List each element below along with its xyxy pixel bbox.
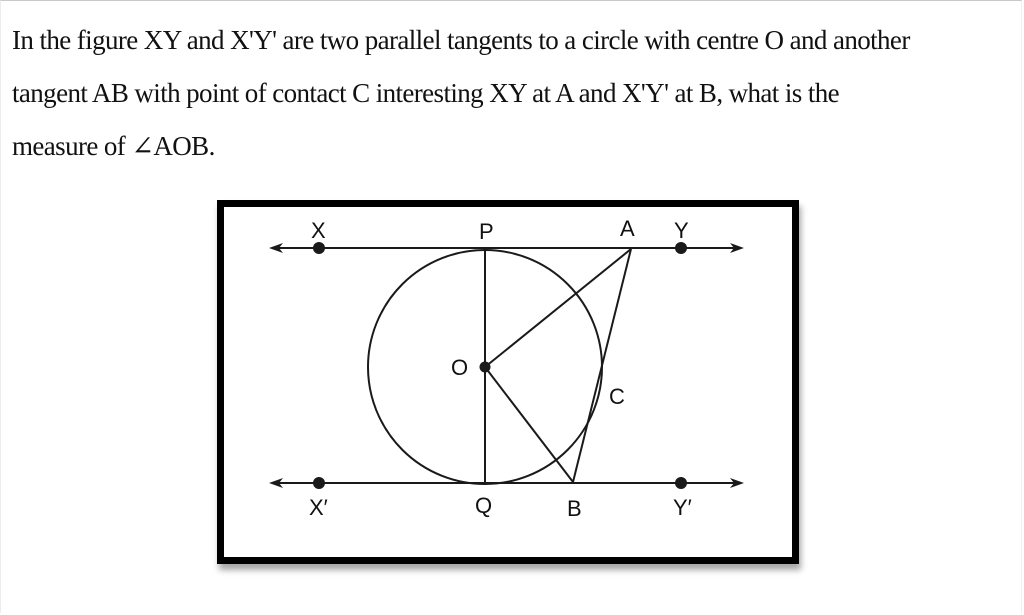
question-line-2: tangent AB with point of contact C inter…	[12, 78, 840, 108]
point-y-prime	[675, 477, 687, 489]
point-o	[479, 361, 491, 373]
label-a: A	[620, 216, 635, 241]
arrow-right-top-icon	[730, 243, 744, 253]
arrow-right-bottom-icon	[730, 478, 744, 488]
label-x-prime: X′	[309, 495, 328, 520]
tangent-line-ab	[572, 248, 632, 483]
label-y-prime: Y′	[673, 495, 692, 520]
point-y	[675, 242, 687, 254]
question-line-3: measure of ∠AOB.	[12, 131, 215, 161]
point-x-prime	[313, 477, 325, 489]
question-text: In the figure XY and X'Y' are two parall…	[12, 14, 1012, 173]
label-p: P	[479, 219, 494, 244]
question-line-1: In the figure XY and X'Y' are two parall…	[12, 25, 910, 55]
arrow-left-top-icon	[269, 243, 283, 253]
label-b: B	[567, 496, 582, 521]
label-y: Y	[674, 218, 689, 243]
point-x	[313, 242, 325, 254]
label-c: C	[609, 384, 625, 409]
label-q: Q	[475, 493, 492, 518]
arrow-left-bottom-icon	[269, 478, 283, 488]
segment-ob	[484, 366, 574, 483]
segment-oa	[484, 248, 632, 368]
label-x: X	[311, 218, 326, 243]
geometry-figure: X P A Y O C X′ Q B Y′	[217, 200, 799, 564]
label-o: O	[451, 355, 468, 380]
geometry-diagram: X P A Y O C X′ Q B Y′	[269, 216, 744, 521]
